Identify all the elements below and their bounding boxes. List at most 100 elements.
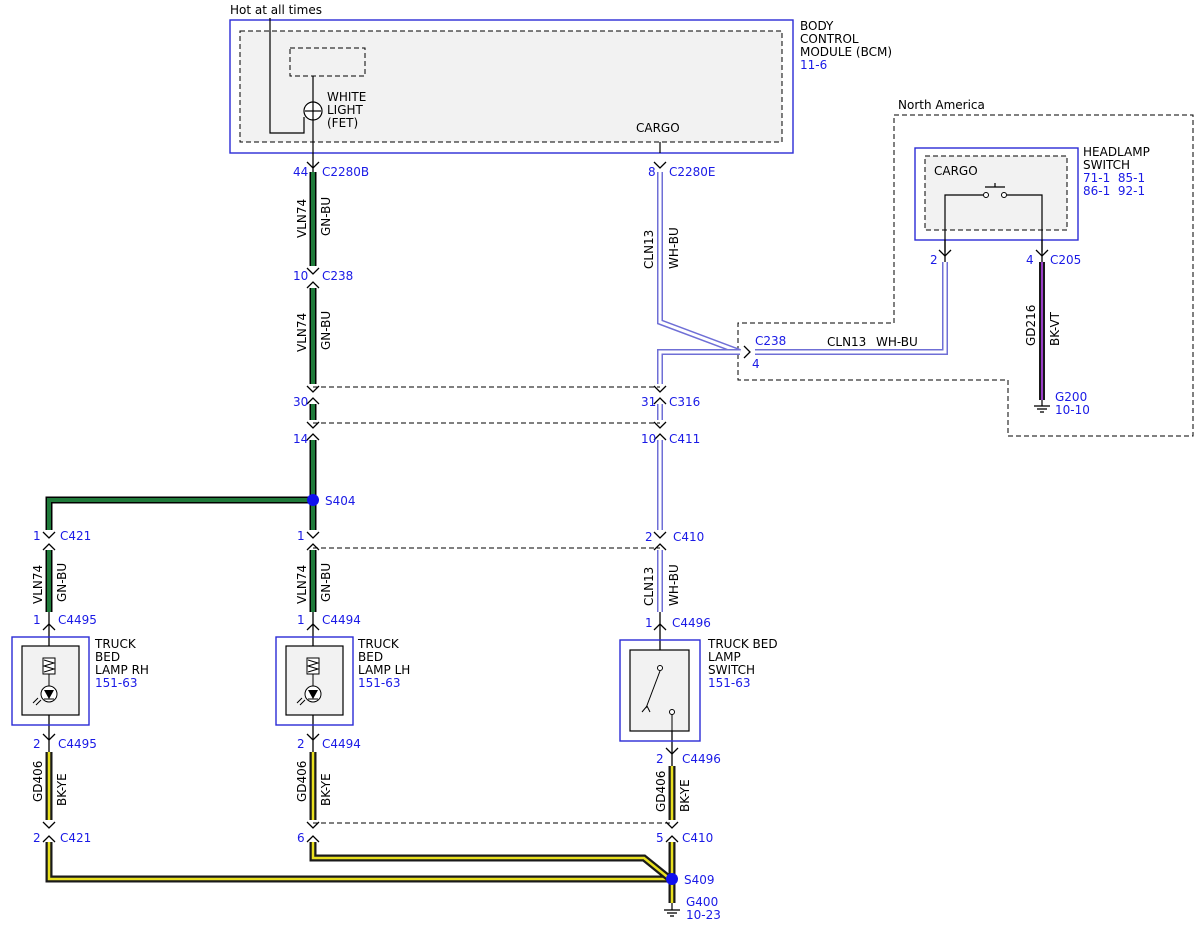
wire-label-cln13-1: CLN13 — [642, 230, 656, 269]
s404-label: S404 — [325, 494, 356, 508]
lamp-lh-name-2: BED — [358, 650, 383, 664]
c411-right-pin: 10 — [641, 432, 656, 446]
white-light-label-2: LIGHT — [327, 103, 364, 117]
c205-right-pin: 4 — [1026, 253, 1034, 267]
north-america-label: North America — [898, 98, 985, 112]
c238-vln-name: C238 — [322, 269, 353, 283]
c4495-bot-name: C4495 — [58, 737, 97, 751]
c4495-top-name: C4495 — [58, 613, 97, 627]
wire-label-gnbu-4: GN-BU — [319, 563, 333, 602]
hot-at-all-times-label: Hot at all times — [230, 3, 322, 17]
c4494-top-name: C4494 — [322, 613, 361, 627]
c411-name: C411 — [669, 432, 700, 446]
connector-labels: 44 C2280B 8 C2280E 10 C238 C238 4 30 31 … — [33, 165, 1090, 922]
lamp-rh-name-3: LAMP RH — [95, 663, 149, 677]
c410-left-pin: 1 — [297, 529, 305, 543]
splice-s409 — [666, 873, 678, 885]
c410-bot-name: C410 — [682, 831, 713, 845]
bcm-ref: 11-6 — [800, 58, 827, 72]
headlamp-ref-1: 71-1 85-1 — [1083, 171, 1145, 185]
c4496-top-pin: 1 — [645, 616, 653, 630]
wire-label-gd406-3: GD406 — [654, 771, 668, 812]
wire-labels: VLN74 GN-BU VLN74 GN-BU VLN74 GN-BU VLN7… — [31, 197, 1062, 812]
headlamp-switch: CARGO HEADLAMP SWITCH 71-1 85-1 86-1 92-… — [914, 145, 1150, 252]
headlamp-name-2: SWITCH — [1083, 158, 1130, 172]
c410-bot-left-pin: 6 — [297, 831, 305, 845]
wire-label-bkvt: BK-VT — [1048, 311, 1062, 346]
wire-label-vln74-2: VLN74 — [295, 313, 309, 352]
g400-name: G400 — [686, 895, 718, 909]
bed-switch-icon — [641, 665, 675, 731]
c410-right-pin: 2 — [645, 530, 653, 544]
c205-left-pin: 2 — [930, 253, 938, 267]
wire-label-bkye-2: BK-YE — [319, 773, 333, 806]
wire-label-whbu-3: WH-BU — [876, 335, 918, 349]
s409-label: S409 — [684, 873, 715, 887]
wire-gd406 — [45, 752, 680, 917]
c4496-top-name: C4496 — [672, 616, 711, 630]
c4494-bot-pin: 2 — [297, 737, 305, 751]
wire-label-bkye-3: BK-YE — [678, 779, 692, 812]
bcm-name-2: CONTROL — [800, 32, 859, 46]
wire-label-gnbu-2: GN-BU — [319, 311, 333, 350]
c316-right-pin: 31 — [641, 395, 656, 409]
c4495-bot-pin: 2 — [33, 737, 41, 751]
bcm-module: Hot at all times WHITE LIGHT (FET) CARGO… — [229, 3, 892, 154]
north-america-region: North America — [737, 98, 1194, 437]
c316-name: C316 — [669, 395, 700, 409]
wire-cln13 — [657, 172, 948, 612]
bed-switch-name-3: SWITCH — [708, 663, 755, 677]
c421-top-pin: 1 — [33, 529, 41, 543]
wire-label-gnbu-1: GN-BU — [319, 197, 333, 236]
lamp-lh-ref: 151-63 — [358, 676, 401, 690]
wire-label-vln74-3: VLN74 — [31, 565, 45, 604]
c4496-bot-pin: 2 — [656, 752, 664, 766]
bed-switch-name-2: LAMP — [708, 650, 741, 664]
lamp-rh-icon — [32, 657, 58, 706]
connector-marks — [42, 153, 1049, 843]
wire-vln74-main — [45, 172, 317, 612]
bcm-name-1: BODY — [800, 19, 834, 33]
c238-cln-name: C238 — [755, 334, 786, 348]
c4496-bot-name: C4496 — [682, 752, 721, 766]
g400-ref: 10-23 — [686, 908, 721, 922]
c4494-bot-name: C4494 — [322, 737, 361, 751]
c2280e-name: C2280E — [669, 165, 716, 179]
wire-label-gd216: GD216 — [1024, 305, 1038, 346]
wire-label-gd406-2: GD406 — [295, 761, 309, 802]
splice-s404 — [307, 494, 319, 506]
wire-gd216 — [1034, 262, 1050, 413]
truck-bed-lamp-rh: TRUCK BED LAMP RH 151-63 — [11, 636, 149, 726]
c205-name: C205 — [1050, 253, 1081, 267]
headlamp-cargo-switch-icon — [944, 183, 1043, 252]
lamp-lh-name-3: LAMP LH — [358, 663, 410, 677]
c316-left-pin: 30 — [293, 395, 308, 409]
wire-label-cln13-2: CLN13 — [642, 567, 656, 606]
c238-vln-pin: 10 — [293, 269, 308, 283]
lamp-lh-name-1: TRUCK — [357, 637, 400, 651]
wire-label-whbu-2: WH-BU — [667, 564, 681, 606]
g200-ref: 10-10 — [1055, 403, 1090, 417]
c238-cln-pin: 4 — [752, 357, 760, 371]
wire-label-vln74-4: VLN74 — [295, 565, 309, 604]
bed-switch-name-1: TRUCK BED — [707, 637, 778, 651]
bed-switch-ref: 151-63 — [708, 676, 751, 690]
connector-ties — [313, 386, 672, 824]
c4494-top-pin: 1 — [297, 613, 305, 627]
bcm-cargo-label: CARGO — [636, 121, 680, 135]
c410-name: C410 — [673, 530, 704, 544]
white-light-fet-icon — [303, 101, 323, 121]
c421-top-name: C421 — [60, 529, 91, 543]
wire-label-gnbu-3: GN-BU — [55, 563, 69, 602]
wire-label-gd406-1: GD406 — [31, 761, 45, 802]
c421-bot-name: C421 — [60, 831, 91, 845]
c410-bot-right-pin: 5 — [656, 831, 664, 845]
lamp-rh-ref: 151-63 — [95, 676, 138, 690]
wire-label-vln74-1: VLN74 — [295, 199, 309, 238]
lamp-rh-name-2: BED — [95, 650, 120, 664]
g200-name: G200 — [1055, 390, 1087, 404]
c2280e-pin: 8 — [648, 165, 656, 179]
truck-bed-lamp-switch: TRUCK BED LAMP SWITCH 151-63 — [619, 637, 778, 742]
lamp-rh-name-1: TRUCK — [94, 637, 137, 651]
truck-bed-lamp-lh: TRUCK BED LAMP LH 151-63 — [275, 636, 410, 726]
